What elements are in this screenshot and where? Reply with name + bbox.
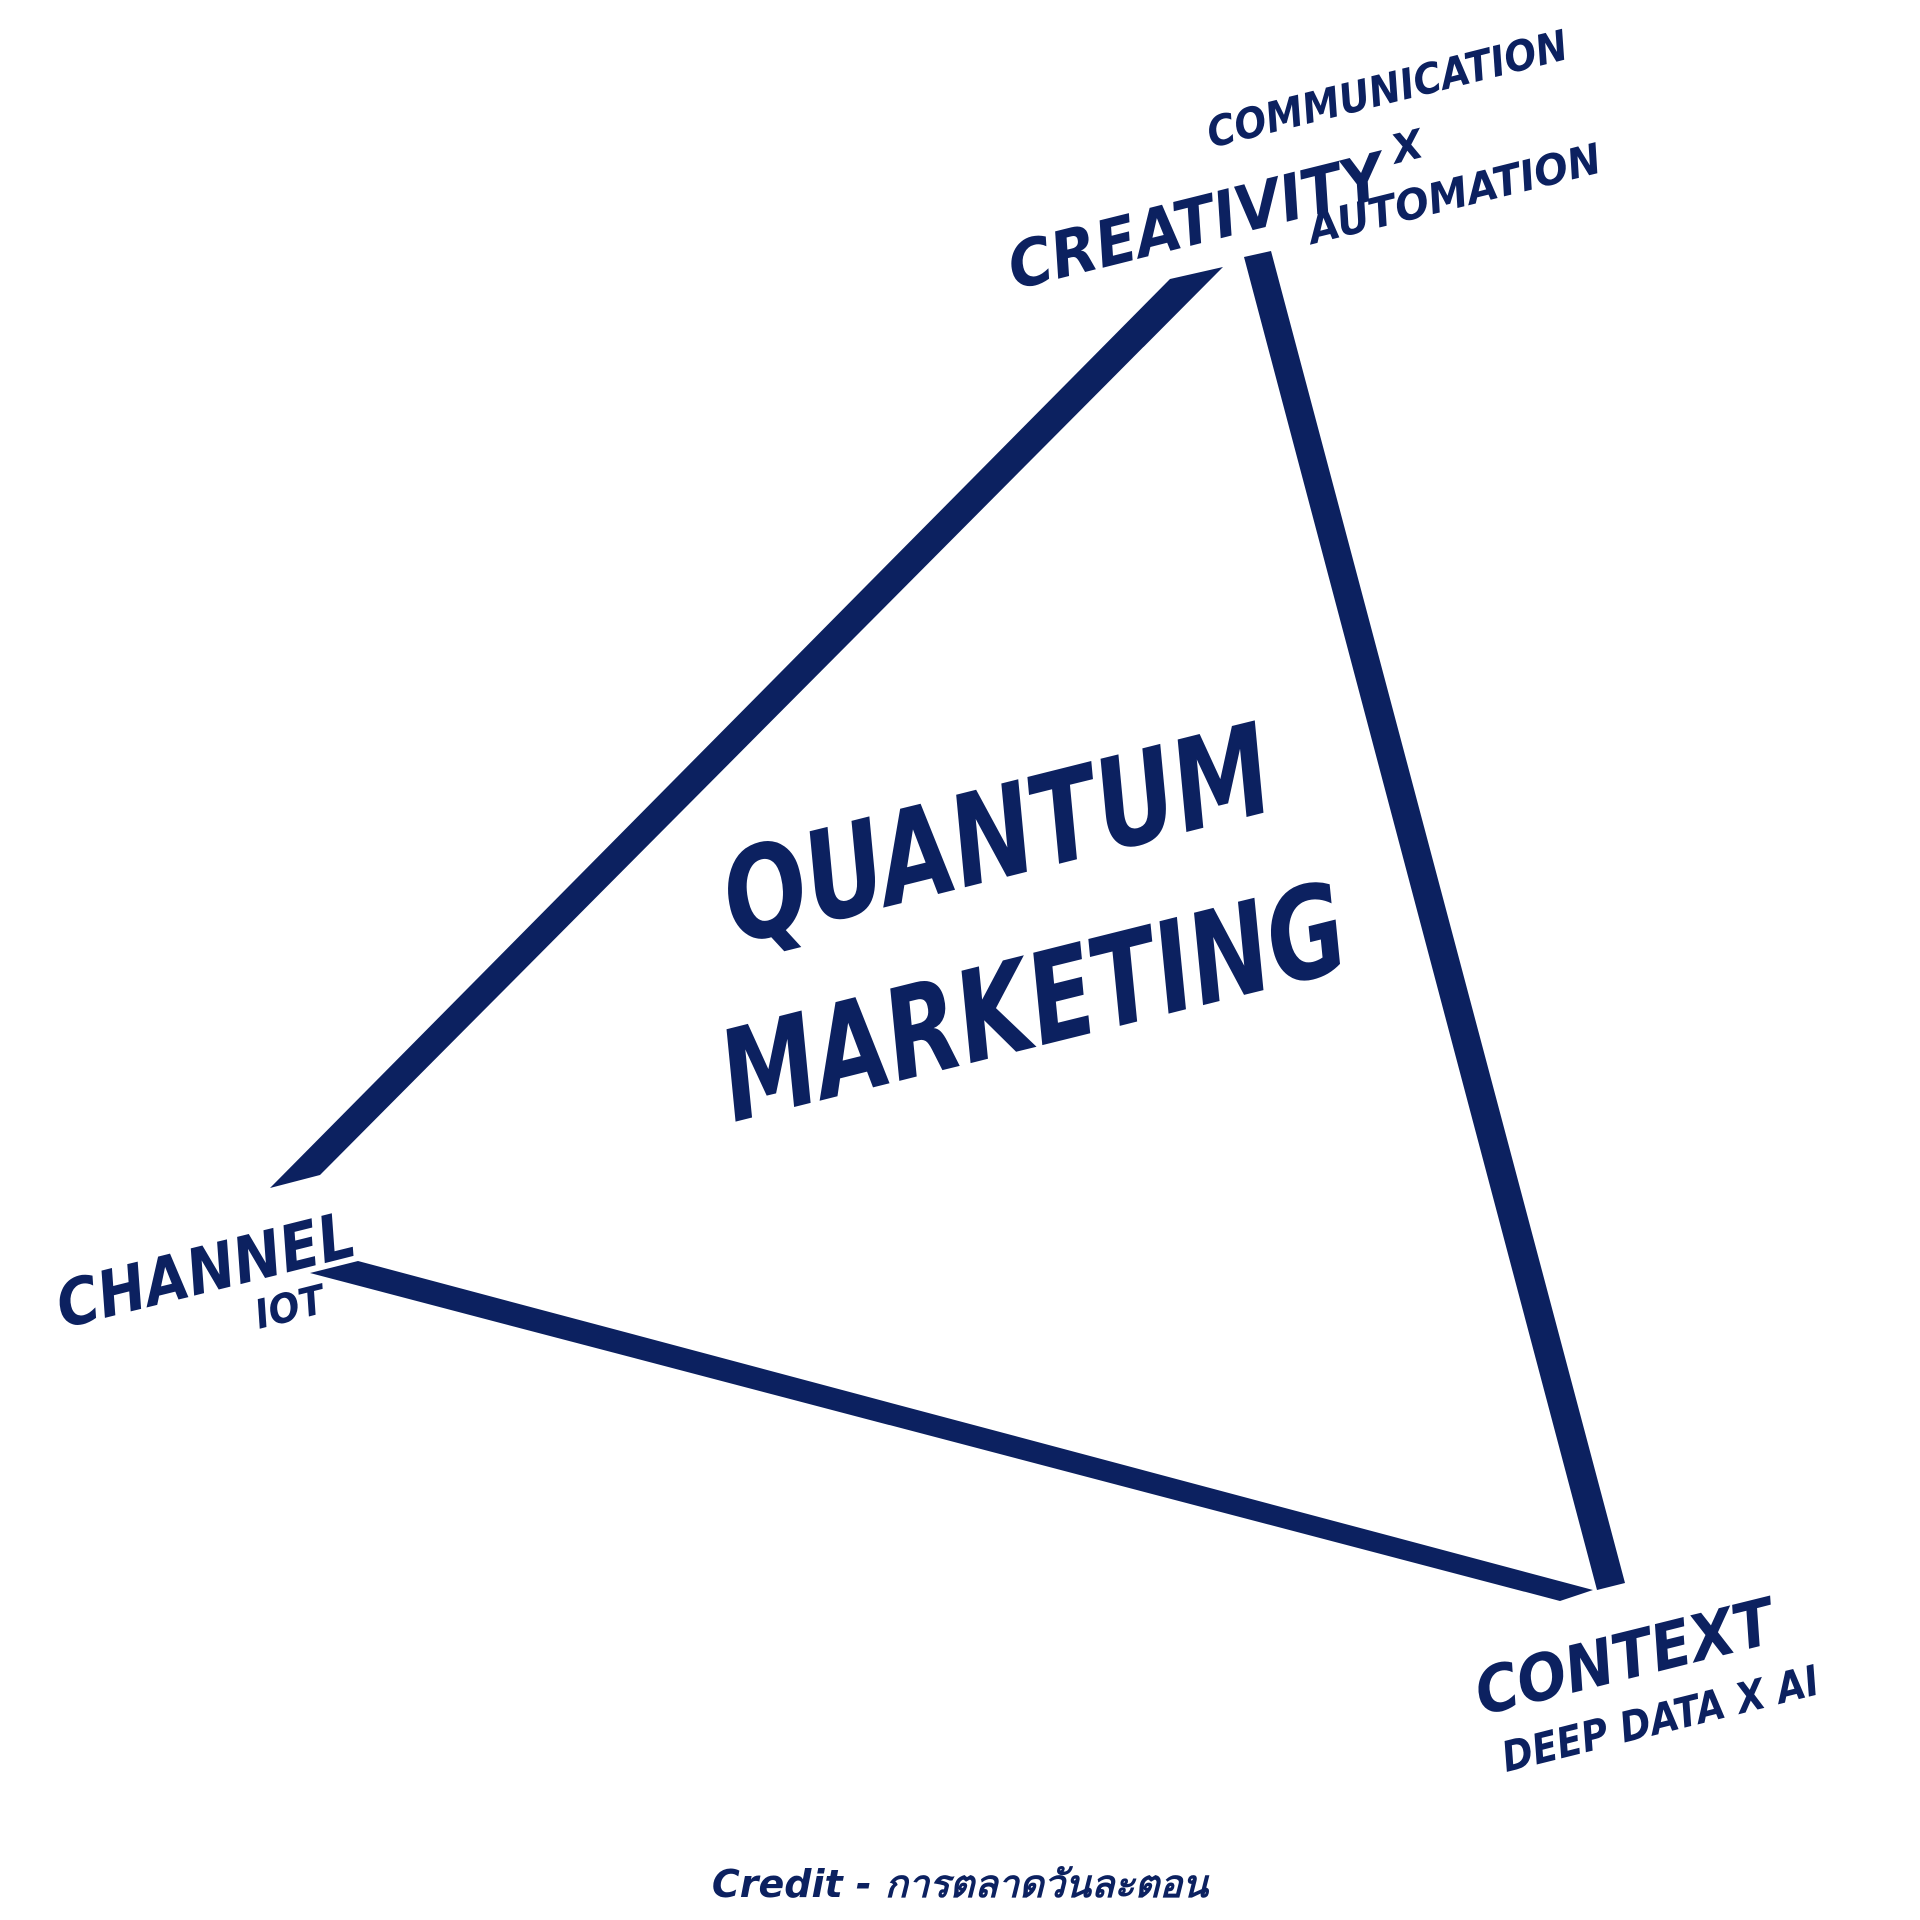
edge-top-to-left xyxy=(270,267,1223,1188)
edge-top-to-bottom-right xyxy=(1244,251,1625,1590)
credit-text: Credit - การตลาดวันละตอน xyxy=(712,1862,1210,1906)
vertex-creativity-x-mark: X xyxy=(1384,121,1430,174)
vertex-channel: CHANNEL IOT xyxy=(49,1198,363,1344)
edge-left-to-bottom-right xyxy=(310,1261,1593,1601)
center-title: QUANTUM MARKETING xyxy=(705,695,1362,1151)
triangle xyxy=(270,251,1625,1601)
vertex-context: CONTEXT DEEP DATA X AI xyxy=(1468,1584,1824,1781)
vertex-creativity: COMMUNICATION CREATIVITY X AUTOMATION xyxy=(1001,20,1606,305)
vertex-creativity-sub-top: COMMUNICATION xyxy=(1202,20,1573,157)
